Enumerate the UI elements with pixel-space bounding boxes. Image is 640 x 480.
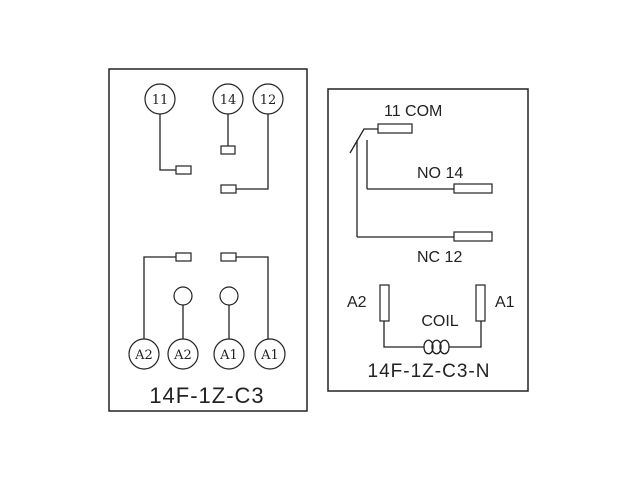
a1-terminal (475, 284, 486, 322)
terminal-a1-right-label: A1 (260, 348, 279, 363)
contact-pad (220, 184, 237, 194)
coil-wire-left (383, 321, 424, 348)
terminal-12-label: 12 (260, 93, 277, 108)
coil-circuit: A2 A1 COIL (347, 284, 515, 355)
no-label: NO 14 (417, 165, 463, 182)
coil-winding-icon (423, 339, 450, 355)
schematic-panel: 11 COM NO 14 NC 12 A2 A1 COIL 14F-1Z-C3-… (327, 88, 529, 392)
nc-contact (453, 231, 493, 242)
com-contact (377, 123, 413, 134)
no-contact (453, 183, 493, 194)
a2-label: A2 (347, 294, 367, 311)
terminal-a1-left: A1 (213, 338, 245, 370)
terminal-a1-left-label: A1 (219, 348, 238, 363)
right-model-label: 14F-1Z-C3-N (368, 361, 491, 382)
a1-label: A1 (495, 294, 515, 311)
terminal-14-label: 14 (220, 93, 237, 108)
com-switch-arm (349, 128, 378, 154)
terminal-a2-right-label: A2 (173, 348, 192, 363)
terminal-14: 14 (212, 83, 244, 115)
contact-pad (175, 252, 192, 262)
pin-hole (173, 286, 193, 306)
left-panel-frame (108, 68, 308, 412)
nc-label: NC 12 (417, 249, 462, 266)
terminal-11: 11 (144, 83, 176, 115)
right-panel-frame (327, 88, 529, 392)
coil-wire-right (449, 321, 482, 348)
terminal-a2-left-label: A2 (134, 348, 153, 363)
pin-hole (219, 286, 239, 306)
com-label: 11 COM (384, 103, 442, 120)
socket-pinout-panel: 11 14 12 (108, 68, 308, 412)
terminal-a2-right: A2 (167, 338, 199, 370)
top-contact-wiring (159, 114, 269, 194)
terminal-12: 12 (252, 83, 284, 115)
contact-pad (175, 165, 192, 175)
terminal-11-label: 11 (152, 93, 169, 108)
a2-terminal (379, 284, 390, 322)
terminal-a1-right: A1 (254, 338, 286, 370)
terminal-a2-left: A2 (128, 338, 160, 370)
left-model-label: 14F-1Z-C3 (149, 383, 264, 408)
contact-pad (220, 145, 236, 155)
contact-pad (220, 252, 237, 262)
coil-label: COIL (421, 313, 458, 330)
bottom-coil-wiring (143, 252, 269, 339)
